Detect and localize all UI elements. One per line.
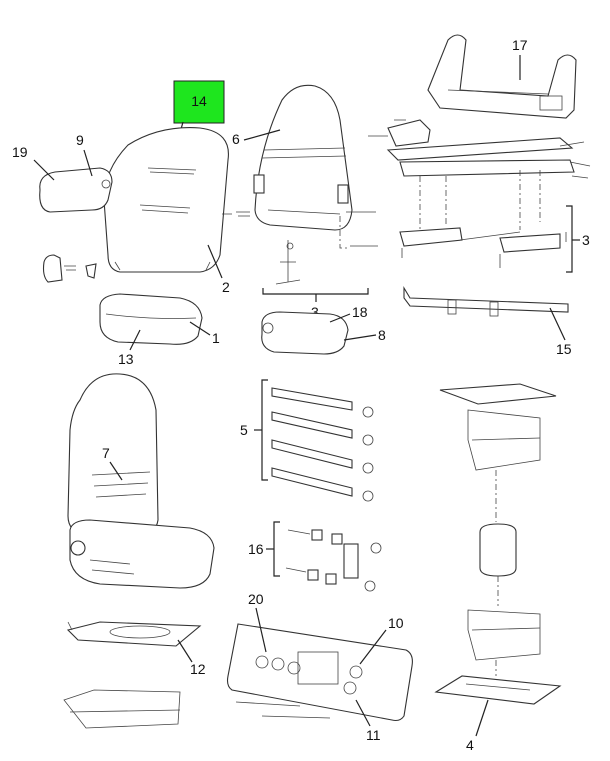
callout-20-label: 20	[248, 591, 264, 607]
callout-6[interactable]: 6	[232, 129, 281, 147]
callout-17[interactable]: 17	[512, 37, 528, 80]
callout-13-label: 13	[118, 351, 134, 367]
seat-cushion	[99, 293, 203, 345]
spring-set-5	[271, 387, 374, 502]
callout-19[interactable]: 19	[12, 144, 55, 181]
lower-frame	[63, 689, 181, 729]
callout-16-label: 16	[248, 541, 264, 557]
callout-4-label: 4	[466, 737, 474, 753]
callout-5-bracket[interactable]: 5	[240, 379, 268, 481]
swivel-plate-12	[66, 621, 202, 647]
callout-9-label: 9	[76, 132, 84, 148]
callout-3-bracket-right[interactable]: 3	[566, 205, 590, 273]
callout-12-label: 12	[190, 661, 206, 677]
armrest-part-9	[39, 167, 113, 213]
armrest-part-8	[261, 311, 349, 355]
callout-17-label: 17	[512, 37, 528, 53]
callout-6-label: 6	[232, 131, 240, 147]
callout-13[interactable]: 13	[118, 329, 141, 367]
callout-11[interactable]: 11	[355, 699, 381, 743]
damper-set-16	[285, 529, 382, 592]
callout-4[interactable]: 4	[466, 699, 489, 753]
callout-10-label: 10	[388, 615, 404, 631]
callout-7-label: 7	[102, 445, 110, 461]
callout-5-label: 5	[240, 422, 248, 438]
knob-hardware	[42, 254, 97, 283]
frame-hardware	[222, 211, 378, 285]
seat-back-frame	[253, 84, 353, 231]
assembled-seat	[67, 373, 215, 589]
callout-3-right-label: 3	[582, 232, 590, 248]
callout-20[interactable]: 20	[248, 591, 267, 653]
control-panel	[226, 623, 413, 722]
callout-1-label: 1	[212, 330, 220, 346]
callout-15-label: 15	[556, 341, 572, 357]
callout-8-label: 8	[378, 327, 386, 343]
callout-2[interactable]: 2	[207, 244, 230, 295]
suspension-column	[439, 383, 557, 676]
callout-7[interactable]: 7	[102, 445, 123, 481]
callout-14-highlight	[173, 80, 225, 124]
callout-14[interactable]: 14	[173, 80, 225, 141]
base-frame-17	[427, 34, 577, 119]
cross-bar-15	[403, 286, 569, 317]
callout-15[interactable]: 15	[549, 307, 572, 357]
callout-19-label: 19	[12, 144, 28, 160]
callout-2-label: 2	[222, 279, 230, 295]
callout-14-label: 14	[191, 93, 207, 109]
callout-3-left-label: 3	[311, 304, 319, 320]
callout-9[interactable]: 9	[76, 132, 93, 177]
callout-18[interactable]: 18	[329, 304, 368, 323]
callout-12[interactable]: 12	[177, 639, 206, 677]
callout-16-bracket[interactable]: 16	[248, 521, 280, 577]
callout-1[interactable]: 1	[189, 321, 220, 346]
callout-8[interactable]: 8	[343, 327, 386, 343]
seat-back-cover	[103, 127, 229, 273]
callout-10[interactable]: 10	[359, 615, 404, 665]
slide-rail-assembly	[368, 119, 591, 268]
callout-18-label: 18	[352, 304, 368, 320]
base-plate-4	[434, 675, 562, 705]
callout-3-bracket-left[interactable]: 3	[262, 288, 369, 320]
callout-11-label: 11	[366, 727, 381, 743]
